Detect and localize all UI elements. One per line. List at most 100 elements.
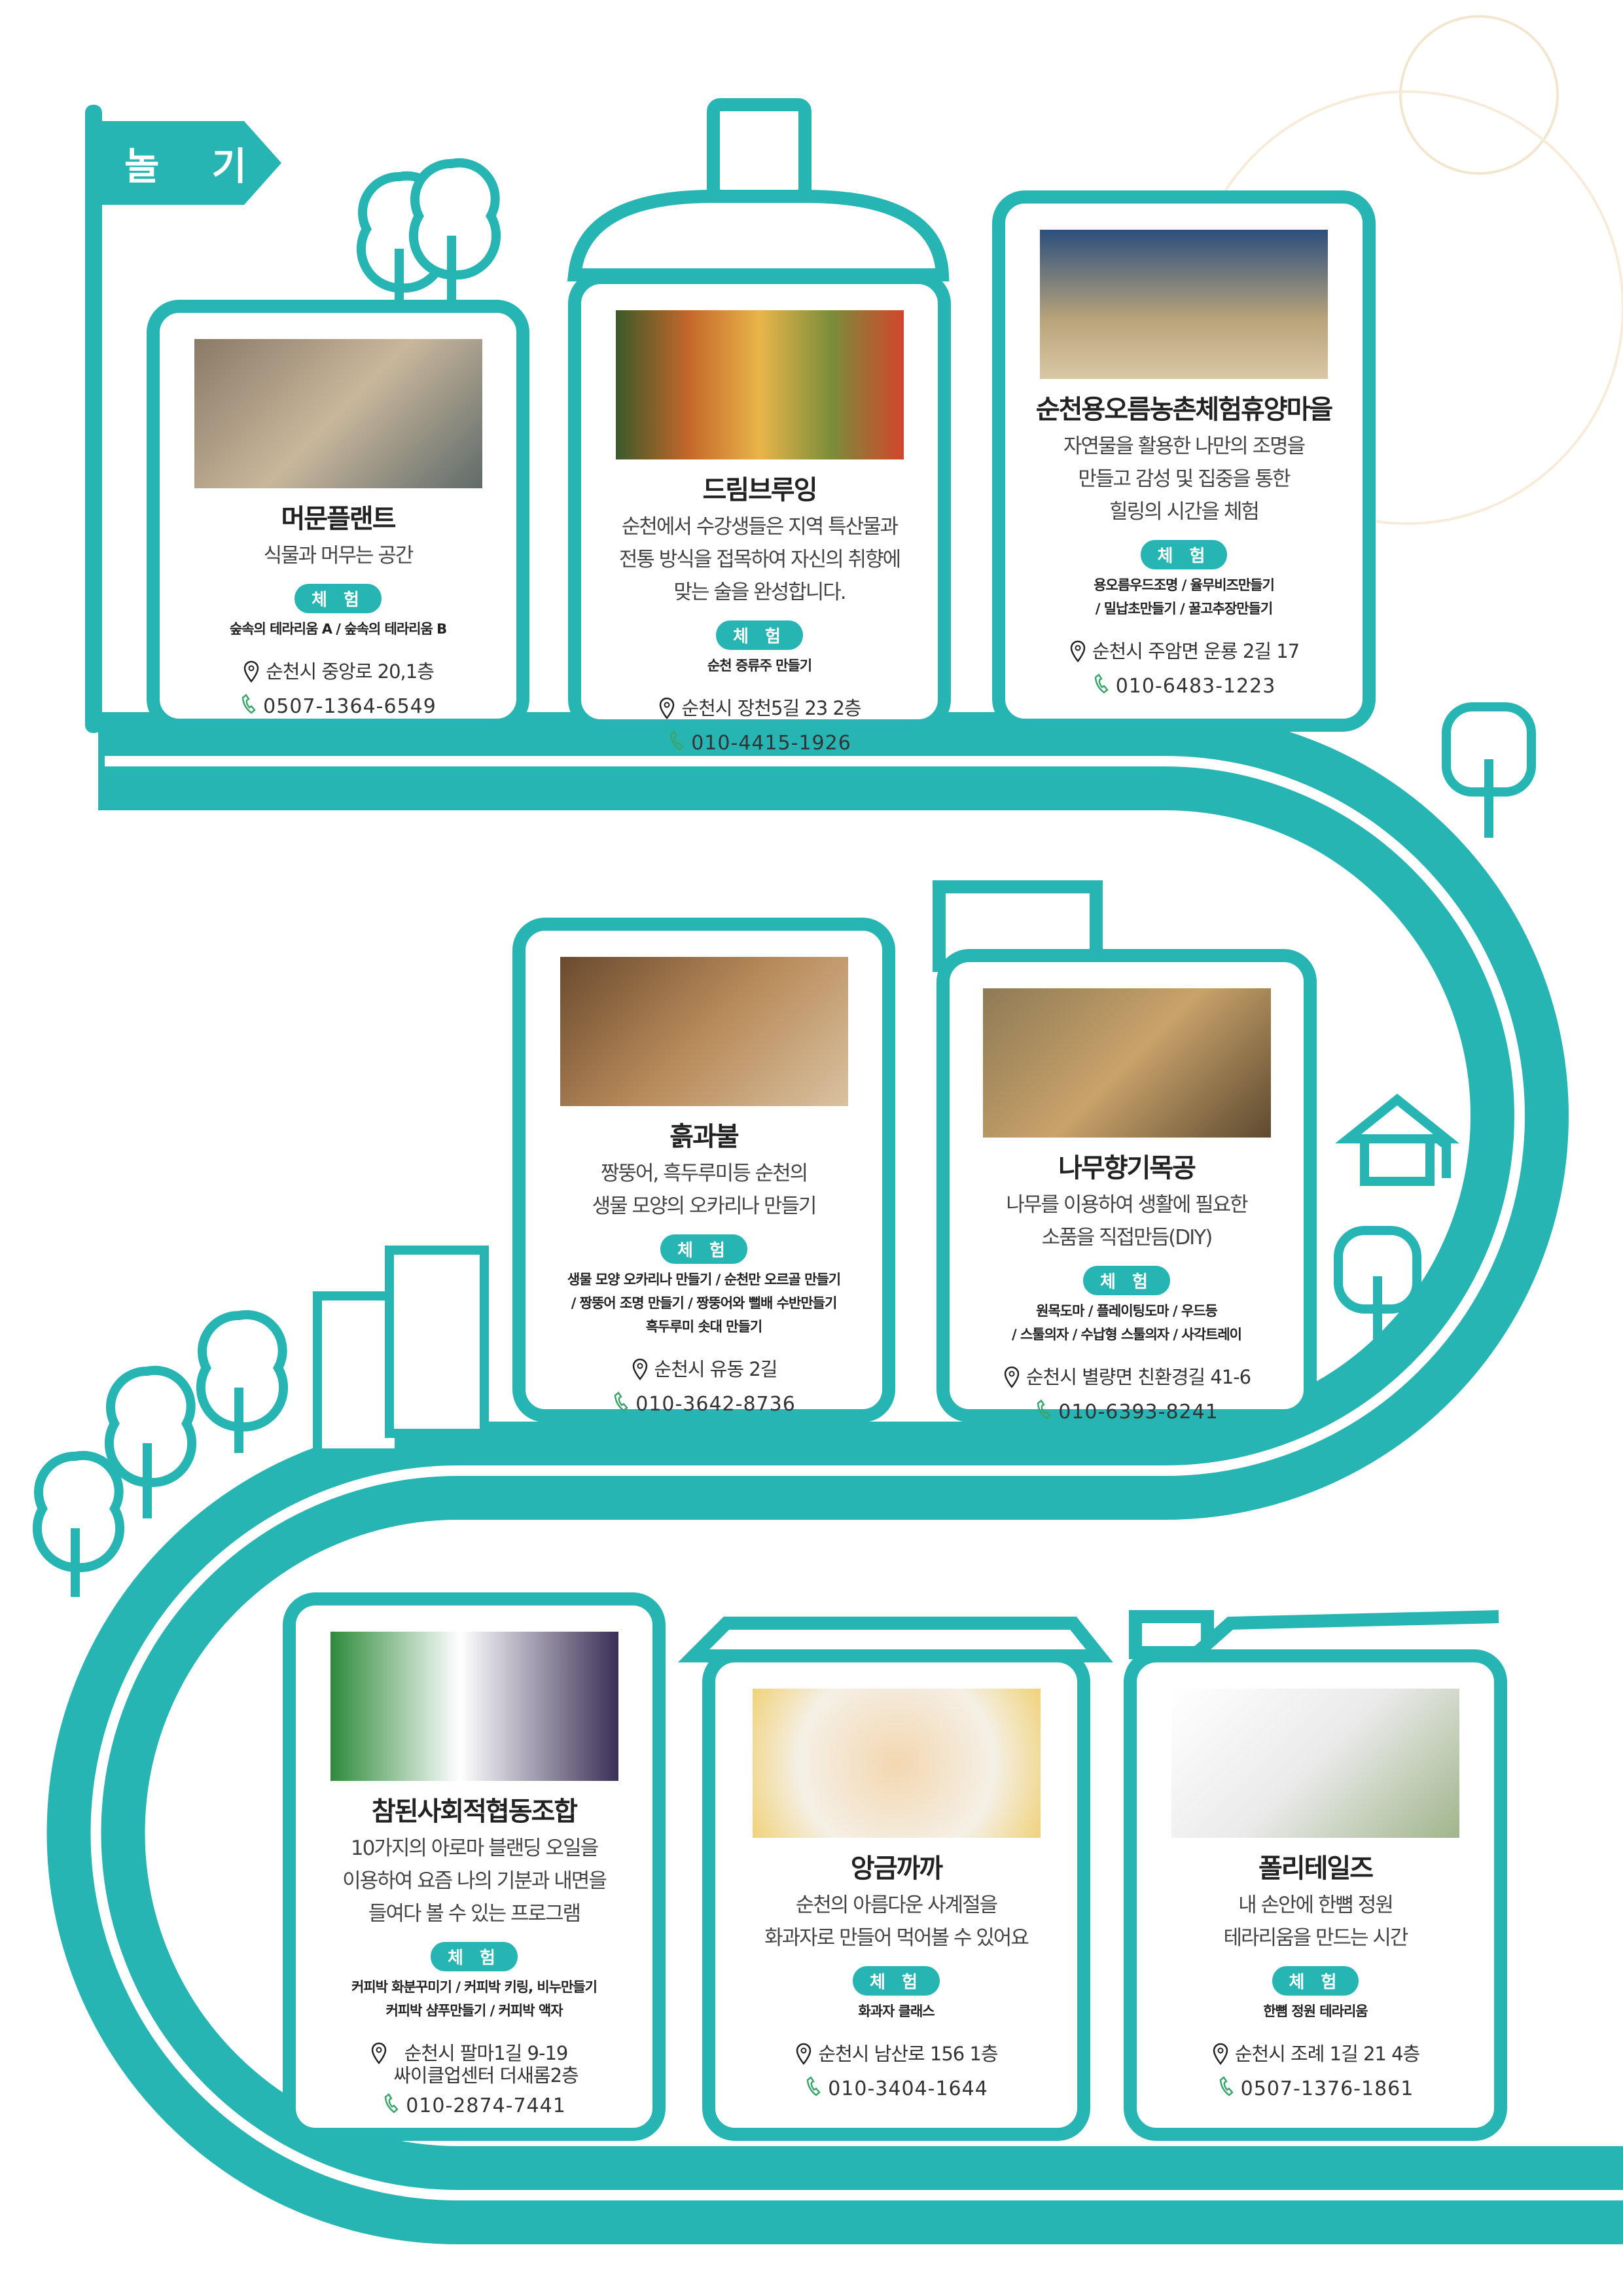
address: 순천시 남산로 156 1층	[794, 2043, 999, 2070]
address: 순천시 유동 2길	[631, 1358, 777, 1385]
venue-description: 순천의 아름다운 사계절을 화과자로 만들어 먹어볼 수 있어요	[764, 1893, 1029, 1950]
venue-title: 머문플랜트	[281, 504, 397, 534]
phone[interactable]: 010-4415-1926	[668, 729, 851, 757]
address: 순천시 조례 1길 21 4층	[1211, 2043, 1420, 2070]
venue-title: 폴리테일즈	[1258, 1854, 1374, 1884]
phone[interactable]: 010-2874-7441	[382, 2092, 566, 2119]
experience-badge: 체 험	[1272, 1966, 1359, 1996]
wood-lamp-photo	[1040, 230, 1328, 379]
location-pin-icon	[1211, 2043, 1230, 2070]
venue-card: 흙과불 짱뚱어, 흑두루미등 순천의 생물 모양의 오카리나 만들기 체 험 생…	[512, 918, 895, 1422]
address-text: 순천시 중앙로 20,1층	[266, 660, 435, 683]
experience-list: 화과자 클래스	[858, 2003, 935, 2019]
address-text: 순천시 별량면 친환경길 41-6	[1026, 1366, 1251, 1388]
phone-number[interactable]: 010-6393-8241	[1058, 1400, 1219, 1424]
wagashi-photo	[752, 1689, 1041, 1838]
phone-icon	[1092, 672, 1111, 700]
venue-title: 나무향기목공	[1058, 1153, 1196, 1183]
venue-title: 순천용오름농촌체험휴양마을	[1035, 395, 1333, 425]
venue-description: 내 손안에 한뼘 정원 테라리움을 만드는 시간	[1223, 1893, 1409, 1950]
experience-list: 원목도마 / 플레이팅도마 / 우드등 / 스툴의자 / 수납형 스툴의자 / …	[1012, 1303, 1242, 1342]
venue-description: 순천에서 수강생들은 지역 특산물과 전통 방식을 접목하여 자신의 취향에 맞…	[618, 515, 901, 604]
phone-number[interactable]: 010-2874-7441	[406, 2094, 566, 2117]
phone[interactable]: 0507-1376-1861	[1217, 2075, 1414, 2102]
address: 순천시 별량면 친환경길 41-6	[1003, 1366, 1251, 1393]
address-text: 순천시 팔마1길 9-19 싸이클업센터 더새롬2층	[393, 2042, 579, 2087]
location-pin-icon	[1003, 1366, 1021, 1393]
road	[46, 712, 1623, 2244]
experience-badge: 체 험	[1140, 540, 1228, 569]
experience-badge: 체 험	[1083, 1266, 1170, 1295]
clay-ocarina-photo	[560, 957, 848, 1106]
venue-title: 앙금까까	[850, 1854, 943, 1884]
address: 순천시 팔마1길 9-19 싸이클업센터 더새롬2층	[370, 2042, 579, 2087]
phone-number[interactable]: 010-3404-1644	[828, 2077, 988, 2100]
venue-card: 나무향기목공 나무를 이용하여 생활에 필요한 소품을 직접만듬(DIY) 체 …	[936, 949, 1317, 1424]
phone-icon	[1035, 1398, 1053, 1426]
venue-description: 식물과 머무는 공간	[263, 544, 414, 567]
phone-number[interactable]: 010-4415-1926	[691, 731, 851, 755]
venue-description: 자연물을 활용한 나만의 조명을 만들고 감성 및 집중을 통한 힐링의 시간을…	[1063, 435, 1306, 524]
phone-icon	[612, 1390, 630, 1418]
venue-title: 흙과불	[669, 1122, 739, 1152]
experience-list: 용오름우드조명 / 율무비즈만들기 / 밀납초만들기 / 꿀고추장만들기	[1094, 577, 1275, 617]
phone-number[interactable]: 010-3642-8736	[635, 1392, 796, 1416]
woodwork-group-photo	[982, 988, 1271, 1138]
address-text: 순천시 조례 1길 21 4층	[1234, 2043, 1420, 2065]
location-pin-icon	[370, 2042, 388, 2069]
phone[interactable]: 010-6483-1223	[1092, 672, 1276, 700]
experience-list: 한뼘 정원 테라리움	[1263, 2003, 1368, 2019]
experience-badge: 체 험	[716, 620, 803, 650]
location-pin-icon	[658, 697, 676, 724]
experience-badge: 체 험	[853, 1966, 940, 1996]
phone-icon	[382, 2092, 401, 2119]
venue-card: 참된사회적협동조합 10가지의 아로마 블랜딩 오일을 이용하여 요즘 나의 기…	[283, 1592, 666, 2141]
keyring-photo	[330, 1632, 618, 1781]
phone[interactable]: 010-3642-8736	[612, 1390, 796, 1418]
address: 순천시 중앙로 20,1층	[242, 660, 435, 687]
location-pin-icon	[1069, 640, 1087, 667]
experience-list: 순천 증류주 만들기	[707, 658, 812, 673]
venue-title: 드림브루잉	[702, 475, 818, 505]
phone-number[interactable]: 010-6483-1223	[1115, 674, 1276, 698]
phone-icon	[1217, 2075, 1236, 2102]
venue-card: 드림브루잉 순천에서 수강생들은 지역 특산물과 전통 방식을 접목하여 자신의…	[568, 271, 951, 755]
flag-pole	[85, 105, 102, 733]
phone-number[interactable]: 0507-1376-1861	[1240, 2077, 1414, 2100]
phone-icon	[804, 2075, 823, 2102]
phone-number[interactable]: 0507-1364-6549	[263, 694, 437, 718]
venue-card: 폴리테일즈 내 손안에 한뼘 정원 테라리움을 만드는 시간 체 험 한뼘 정원…	[1124, 1649, 1507, 2141]
phone[interactable]: 010-3404-1644	[804, 2075, 988, 2102]
location-pin-icon	[631, 1358, 649, 1385]
phone[interactable]: 0507-1364-6549	[240, 692, 437, 720]
address: 순천시 주암면 운룡 2길 17	[1069, 640, 1300, 667]
address-text: 순천시 주암면 운룡 2길 17	[1092, 640, 1300, 662]
building-shapes	[567, 98, 1499, 1681]
address: 순천시 장천5길 23 2층	[658, 697, 862, 724]
experience-list: 커피박 화분꾸미기 / 커피박 키링, 비누만들기 커피박 샴푸만들기 / 커피…	[351, 1979, 597, 2018]
tree-icons	[32, 158, 1536, 1597]
venue-card: 머문플랜트 식물과 머무는 공간 체 험 숲속의 테라리움 A / 숲속의 테라…	[147, 300, 529, 732]
venue-description: 10가지의 아로마 블랜딩 오일을 이용하여 요즘 나의 기분과 내면을 들여다…	[342, 1837, 607, 1926]
venue-description: 짱뚱어, 흑두루미등 순천의 생물 모양의 오카리나 만들기	[592, 1162, 817, 1218]
location-pin-icon	[242, 660, 260, 687]
section-flag: 놀 기	[95, 121, 281, 205]
venue-card: 순천용오름농촌체험휴양마을 자연물을 활용한 나만의 조명을 만들고 감성 및 …	[992, 190, 1376, 732]
venue-card: 앙금까까 순천의 아름다운 사계절을 화과자로 만들어 먹어볼 수 있어요 체 …	[702, 1649, 1090, 2141]
experience-list: 생물 모양 오카리나 만들기 / 순천만 오르골 만들기 / 짱뚱어 조명 만들…	[567, 1272, 841, 1335]
venue-description: 나무를 이용하여 생활에 필요한 소품을 직접만듬(DIY)	[1006, 1193, 1248, 1249]
phone[interactable]: 010-6393-8241	[1035, 1398, 1219, 1426]
address-text: 순천시 남산로 156 1층	[818, 2043, 998, 2065]
address-text: 순천시 장천5길 23 2층	[681, 697, 861, 719]
terrarium-bowl-photo	[194, 339, 482, 488]
venue-title: 참된사회적협동조합	[371, 1797, 578, 1827]
experience-badge: 체 험	[294, 584, 382, 613]
phone-icon	[240, 692, 258, 720]
experience-badge: 체 험	[660, 1234, 747, 1264]
phone-icon	[668, 729, 686, 757]
address-text: 순천시 유동 2길	[654, 1358, 778, 1380]
experience-badge: 체 험	[431, 1942, 518, 1971]
location-pin-icon	[794, 2043, 813, 2070]
glass-terrarium-photo	[1171, 1689, 1459, 1838]
